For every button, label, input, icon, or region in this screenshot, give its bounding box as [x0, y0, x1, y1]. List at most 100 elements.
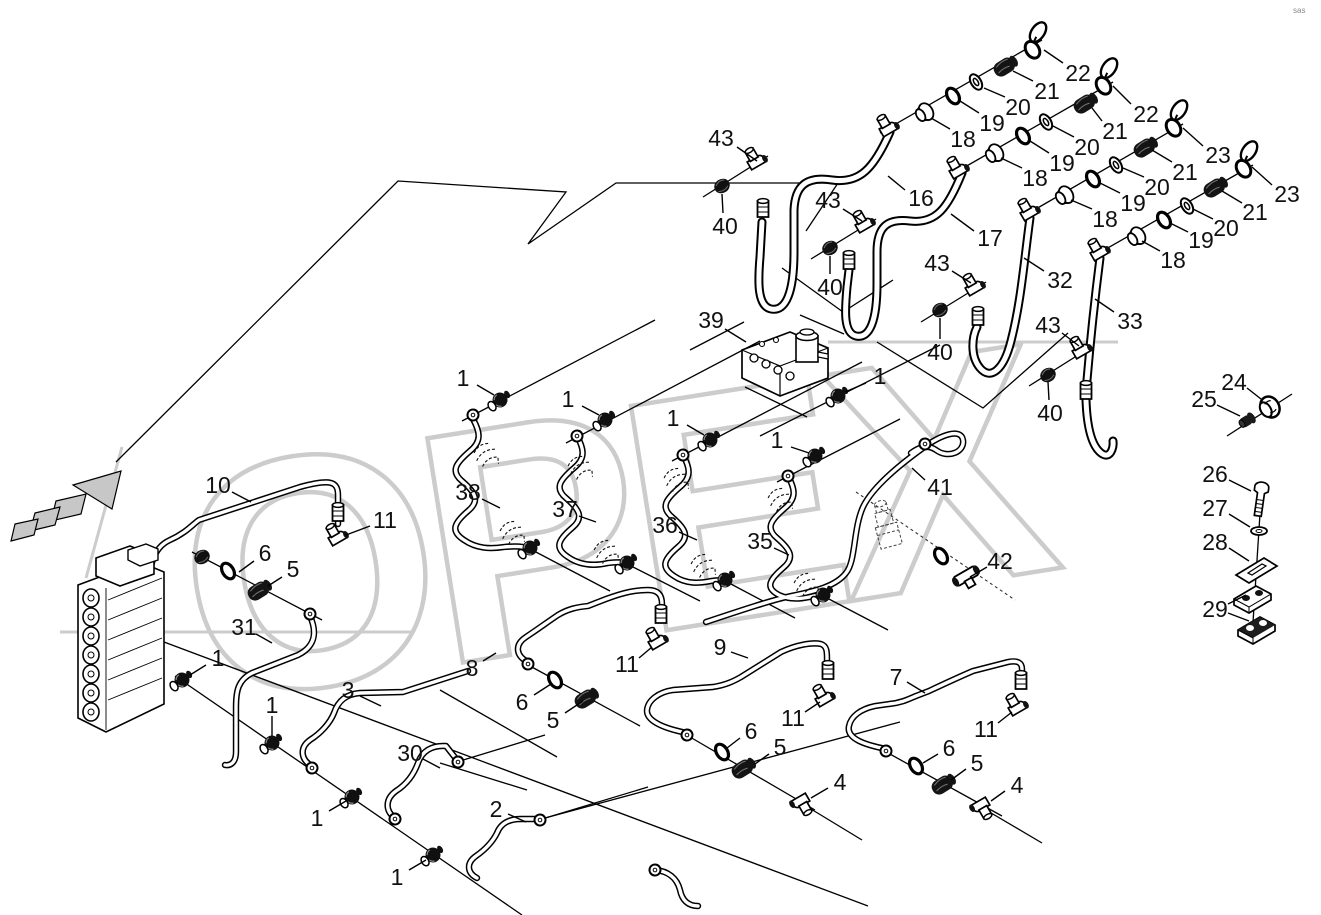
leader-line: [359, 695, 382, 707]
leader-line: [581, 405, 600, 416]
leader-line: [231, 491, 252, 503]
part-label-1: 1: [391, 859, 427, 890]
frame-line: [544, 721, 901, 819]
part-label-20: 20: [1122, 167, 1170, 200]
leader-line: [724, 328, 747, 343]
part-label-1: 1: [311, 800, 347, 831]
part-label-18: 18: [1000, 157, 1048, 191]
corner-mark: sas: [1293, 6, 1305, 15]
leader-line: [922, 753, 939, 764]
part-label-1: 1: [844, 363, 886, 393]
leader-line: [678, 531, 698, 541]
pipe-core: [301, 669, 470, 768]
part-label-19: 19: [959, 100, 1005, 136]
fitting-nut: [1123, 223, 1150, 250]
fitting-sleeve: [990, 52, 1022, 80]
fitting-circle: [646, 861, 664, 879]
leader-line: [950, 768, 967, 781]
leader-line: [983, 87, 1006, 98]
part-number: 24: [1221, 369, 1247, 395]
part-number: 18: [950, 126, 976, 152]
part-number: 18: [1092, 206, 1118, 232]
part-number: 10: [205, 472, 231, 498]
fitting-washer: [1012, 124, 1034, 148]
part-number: 11: [781, 705, 805, 731]
fitting-ball: [165, 666, 197, 695]
leader-line: [1251, 166, 1273, 186]
part-label-5: 5: [754, 734, 786, 765]
part-number: 19: [1120, 190, 1146, 216]
leader-line: [638, 646, 653, 659]
leader-line: [736, 146, 758, 162]
fitting-circle: [531, 811, 549, 829]
leader-line: [1052, 125, 1075, 138]
leader-line: [1122, 167, 1145, 178]
fitting-sleeve: [928, 770, 960, 798]
part-number: 43: [1035, 312, 1061, 338]
leader-line: [1227, 612, 1250, 622]
part-label-25: 25: [1191, 386, 1241, 417]
hoses: [754, 127, 1118, 460]
fitting-flatwasher: [1250, 526, 1268, 536]
part-number: 21: [1172, 159, 1198, 185]
pipe-core: [970, 215, 1033, 376]
fitting-vnut: [654, 603, 668, 624]
part-number: 20: [1144, 174, 1170, 200]
pipe-core: [756, 129, 893, 312]
part-label-1: 1: [667, 405, 705, 436]
part-number: 20: [1074, 134, 1100, 160]
fitting-bolt: [1249, 480, 1271, 518]
frame-line: [115, 180, 838, 463]
part-number: 5: [287, 556, 300, 582]
part-label-1: 1: [771, 427, 810, 454]
part-number: 21: [1242, 199, 1268, 225]
fitting-clampkey: [1084, 51, 1133, 99]
part-number: 9: [714, 634, 727, 660]
part-number: 33: [1117, 308, 1143, 334]
leader-line: [1182, 127, 1204, 147]
frame-line: [689, 321, 745, 351]
valve-bank-ports: [82, 588, 100, 722]
part-number: 39: [698, 307, 724, 333]
part-number: 20: [1213, 215, 1239, 241]
part-number: 11: [615, 651, 639, 677]
part-number: 43: [924, 250, 950, 276]
part-label-20: 20: [983, 87, 1031, 120]
leader-line: [754, 753, 770, 765]
part-number: 23: [1205, 142, 1231, 168]
fitting-washer2: [1036, 111, 1056, 133]
part-label-11: 11: [781, 701, 821, 731]
part-label-6: 6: [726, 718, 757, 749]
part-label-18: 18: [1070, 199, 1118, 232]
part-number: 35: [747, 528, 773, 554]
part-label-4: 4: [990, 772, 1024, 802]
part-label-11: 11: [345, 507, 397, 536]
part-label-42: 42: [969, 548, 1013, 578]
part-label-28: 28: [1202, 529, 1250, 562]
part-label-19: 19: [1099, 182, 1146, 216]
leader-line: [482, 652, 497, 662]
part-label-21: 21: [1151, 149, 1198, 185]
fitting-dnut: [710, 175, 734, 197]
leader-line: [951, 270, 972, 284]
part-label-6: 6: [238, 540, 271, 573]
pipe-core: [467, 817, 541, 880]
part-number: 23: [1274, 181, 1300, 207]
fitting-plate: [1235, 557, 1278, 584]
pipe-core: [663, 453, 728, 585]
leader-line: [686, 424, 705, 436]
leader-line: [1043, 49, 1064, 64]
pipe-core: [385, 744, 459, 820]
part-number: 21: [1034, 78, 1060, 104]
leader-line: [726, 737, 741, 749]
part-label-1: 1: [457, 365, 495, 396]
part-label-8: 8: [466, 652, 497, 681]
part-label-16: 16: [887, 175, 934, 211]
leader-line: [1141, 240, 1161, 252]
part-label-31: 31: [231, 614, 273, 644]
part-number: 6: [943, 735, 956, 761]
leader-line: [1112, 85, 1132, 105]
part-label-30: 30: [397, 740, 441, 769]
part-number: 22: [1065, 60, 1091, 86]
